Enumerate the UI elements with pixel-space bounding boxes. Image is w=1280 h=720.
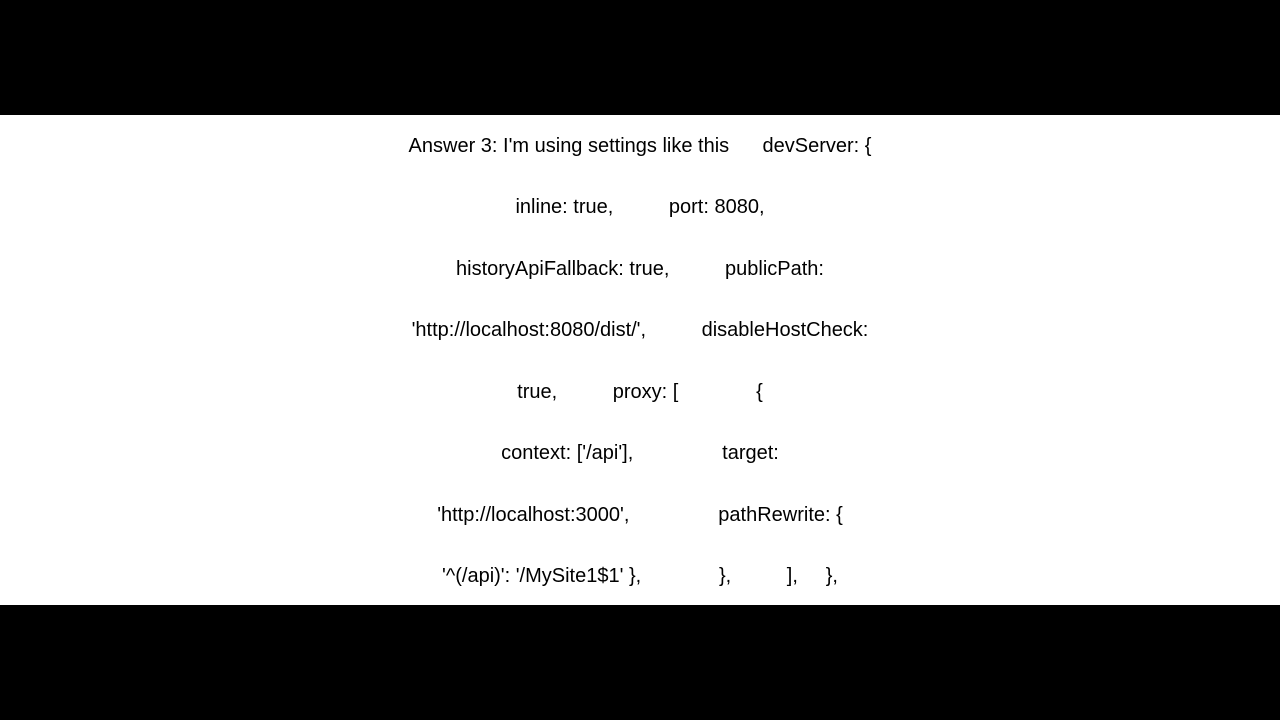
answer-line-6: context: ['/api'], target: xyxy=(501,442,779,464)
answer-line-1: Answer 3: I'm using settings like this d… xyxy=(408,135,872,157)
answer-line-5: true, proxy: [ { xyxy=(517,381,763,403)
answer-text-panel: Answer 3: I'm using settings like this d… xyxy=(0,115,1280,605)
answer-line-4: 'http://localhost:8080/dist/', disableHo… xyxy=(411,319,869,341)
answer-line-7: 'http://localhost:3000', pathRewrite: { xyxy=(437,504,843,526)
answer-line-8: '^(/api)': '/MySite1$1' }, }, ], }, xyxy=(442,565,838,587)
answer-line-2: inline: true, port: 8080, xyxy=(515,196,765,218)
answer-line-3: historyApiFallback: true, publicPath: xyxy=(456,258,824,280)
